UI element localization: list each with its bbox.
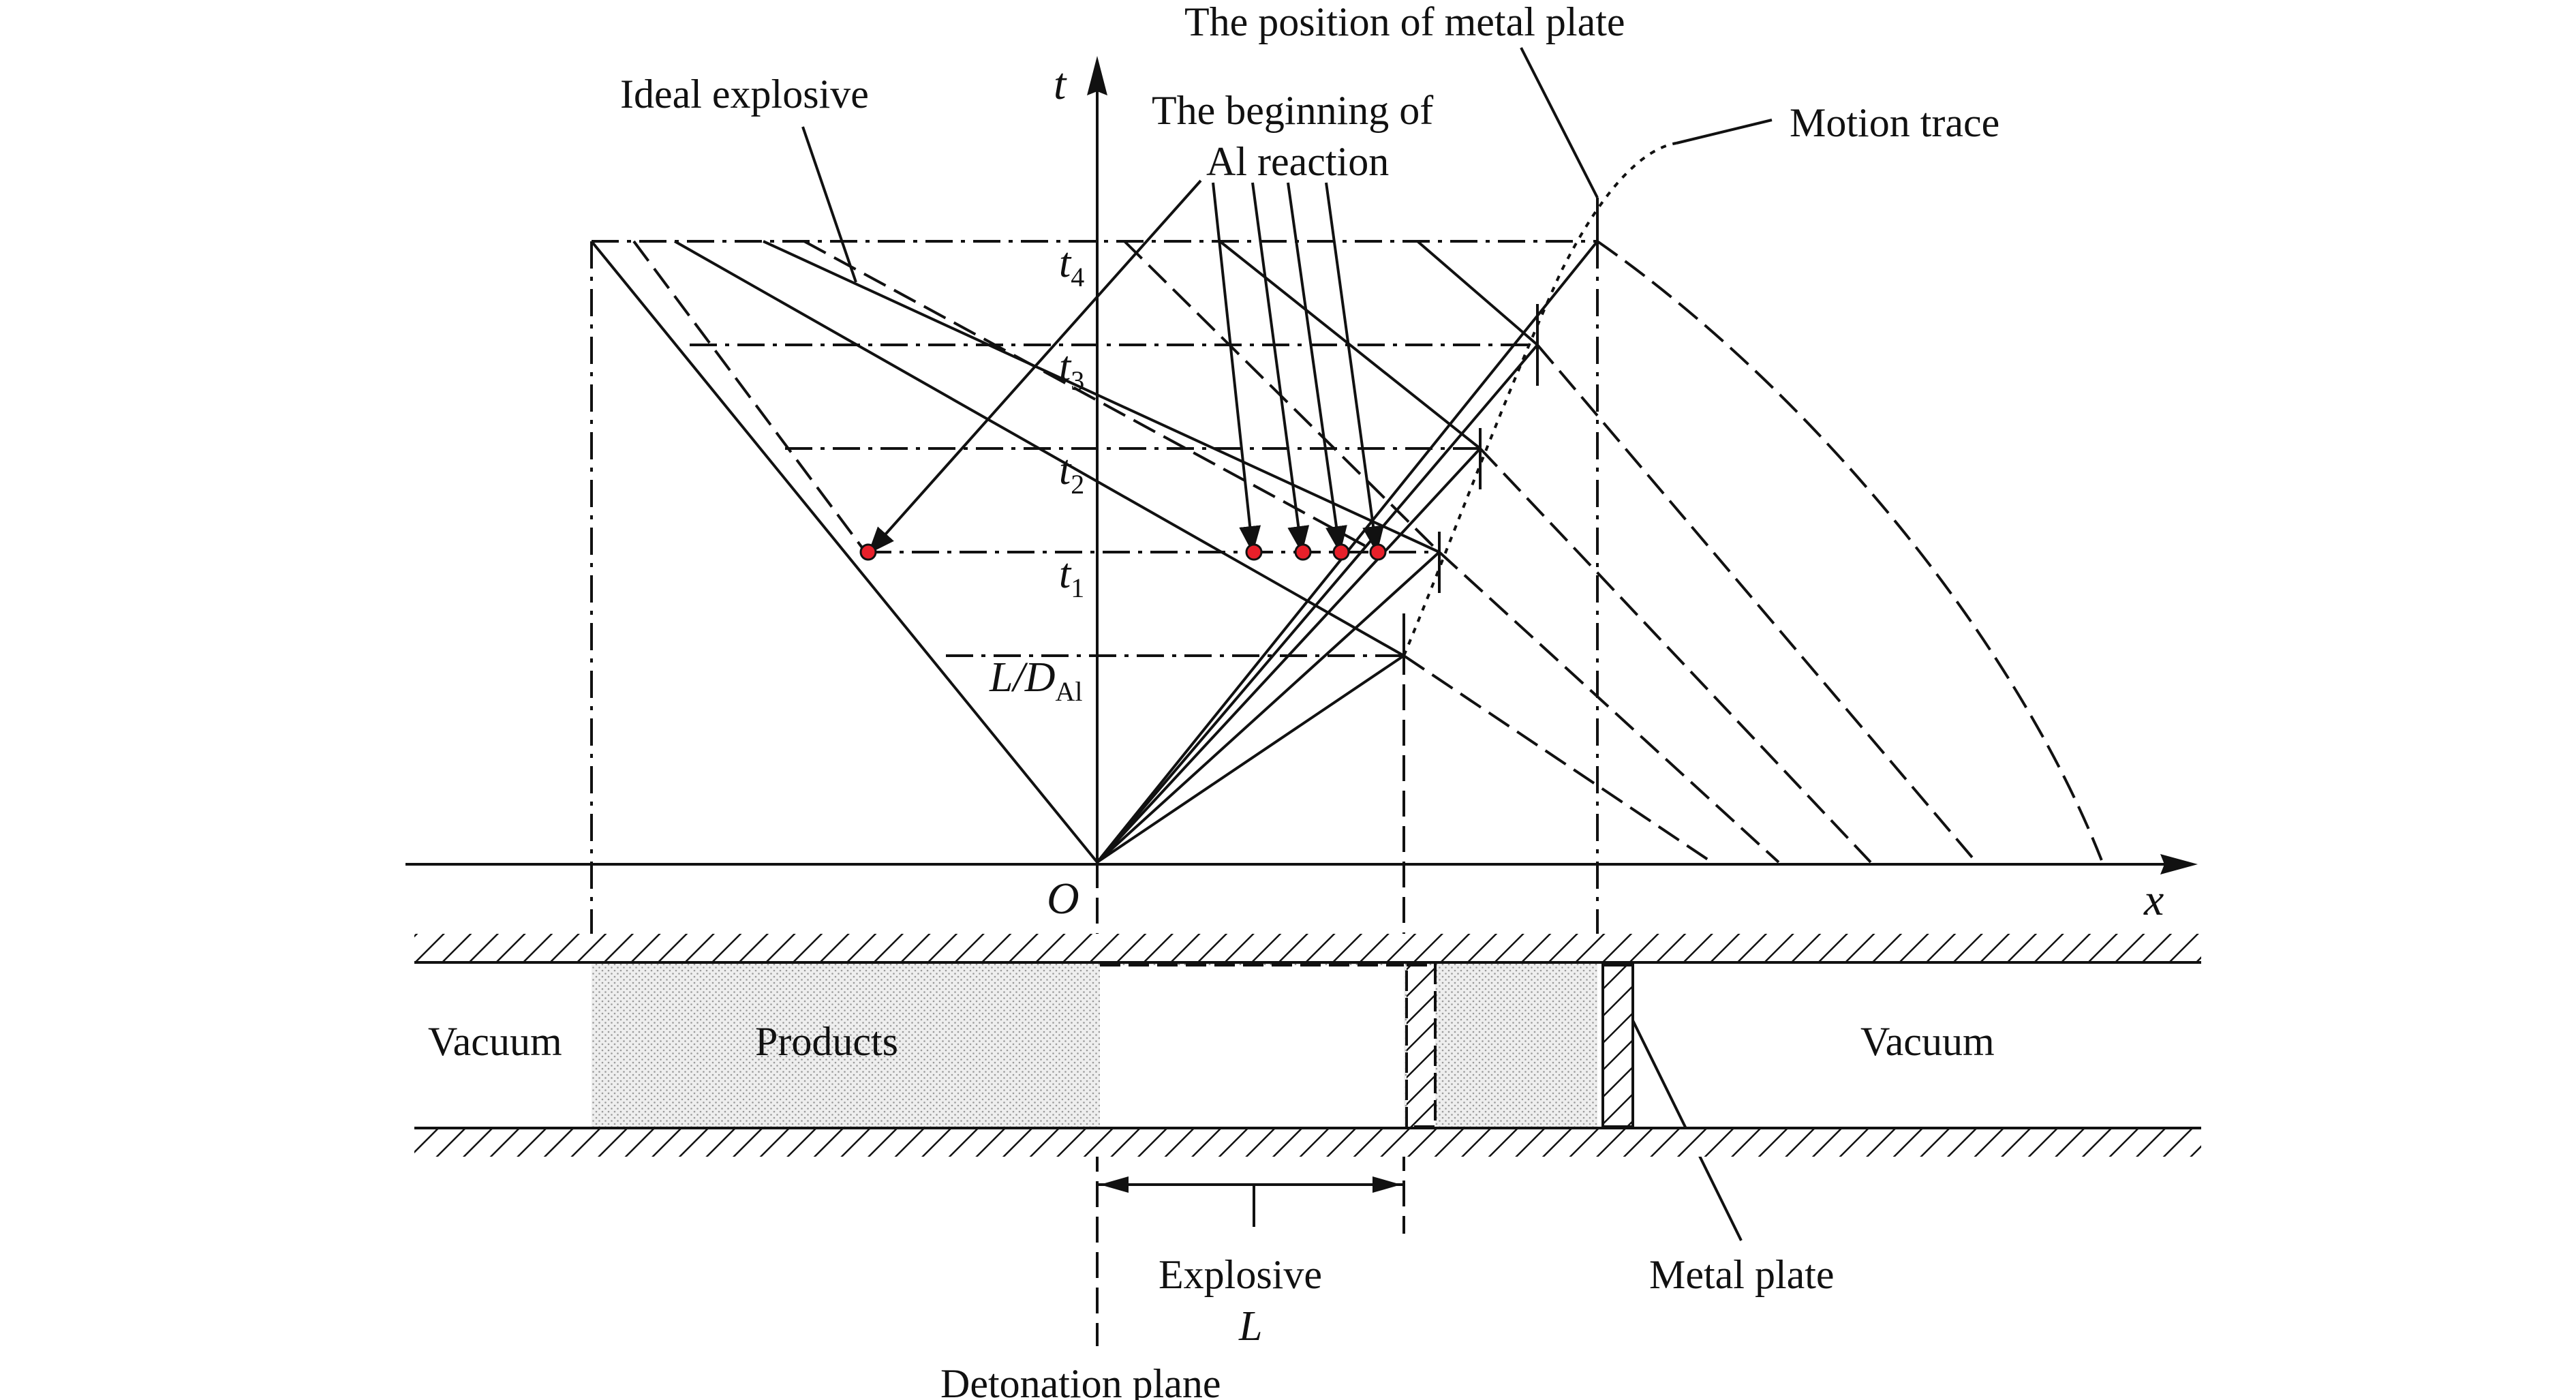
explosive-wall <box>1405 964 1437 1128</box>
vacuum-right-label: Vacuum <box>1860 1019 1995 1064</box>
time-levels <box>592 240 1597 657</box>
tube-wall-top <box>414 934 2201 962</box>
tube-wall-bottom <box>414 1128 2201 1157</box>
al-reaction-label-line1: The beginning of <box>1152 88 1433 133</box>
leader-ideal-explosive <box>801 126 857 283</box>
arrow-ideal-explosive <box>868 179 1202 554</box>
labels: t x O t4 t3 t2 t1 L/DAl The position of … <box>428 0 2164 1400</box>
al-reaction-point-1 <box>1245 543 1263 561</box>
length-label: L <box>1238 1303 1262 1350</box>
left-rarefaction-solid <box>590 240 1440 864</box>
reflected-dashed <box>1123 240 2104 864</box>
reflected-solid <box>1218 240 1539 450</box>
explosive-region <box>1100 965 1404 1127</box>
al-reaction-point-4 <box>1369 543 1387 561</box>
ideal-explosive-label: Ideal explosive <box>620 72 869 117</box>
label-l-over-d: L/DAl <box>989 654 1082 707</box>
plate-ticks <box>1402 304 1539 656</box>
leader-metal-plate-position <box>1520 47 1599 198</box>
t-axis-arrow <box>1087 56 1107 95</box>
label-t4: t4 <box>1059 240 1084 292</box>
vacuum-left-label: Vacuum <box>428 1019 562 1064</box>
detonation-plane-label: Detonation plane <box>940 1361 1221 1400</box>
x-axis-arrow <box>2160 854 2198 874</box>
motion-trace-label: Motion trace <box>1790 100 1999 145</box>
leader-motion-trace <box>1676 119 1773 144</box>
label-t3: t3 <box>1059 344 1084 396</box>
motion-trace-curve <box>1402 142 1677 656</box>
ideal-explosive-point <box>859 543 877 561</box>
label-t1: t1 <box>1059 551 1084 603</box>
tube-section <box>414 934 2201 1227</box>
products-region <box>592 964 1597 1127</box>
right-characteristics <box>1096 240 1599 864</box>
al-reaction-point-3 <box>1332 543 1350 561</box>
tx-diagram <box>405 47 2198 1346</box>
metal-plate-label: Metal plate <box>1649 1252 1835 1297</box>
al-reaction-point-2 <box>1294 543 1312 561</box>
metal-plate-position-label: The position of metal plate <box>1184 0 1625 44</box>
label-t2: t2 <box>1059 447 1084 500</box>
arrows-al-reaction <box>1212 182 1384 553</box>
t-axis-label: t <box>1054 59 1067 109</box>
metal-plate <box>1601 964 1634 1128</box>
al-reaction-label-line2: Al reaction <box>1206 139 1389 184</box>
explosive-label: Explosive <box>1159 1252 1322 1297</box>
origin-label: O <box>1047 874 1079 924</box>
x-axis-label: x <box>2143 875 2164 925</box>
reaction-points <box>859 543 1387 561</box>
leader-metal-plate <box>1627 1011 1743 1241</box>
left-rarefaction-dashed <box>632 240 1377 553</box>
products-label: Products <box>755 1019 898 1064</box>
vertical-boundaries <box>590 241 1599 954</box>
